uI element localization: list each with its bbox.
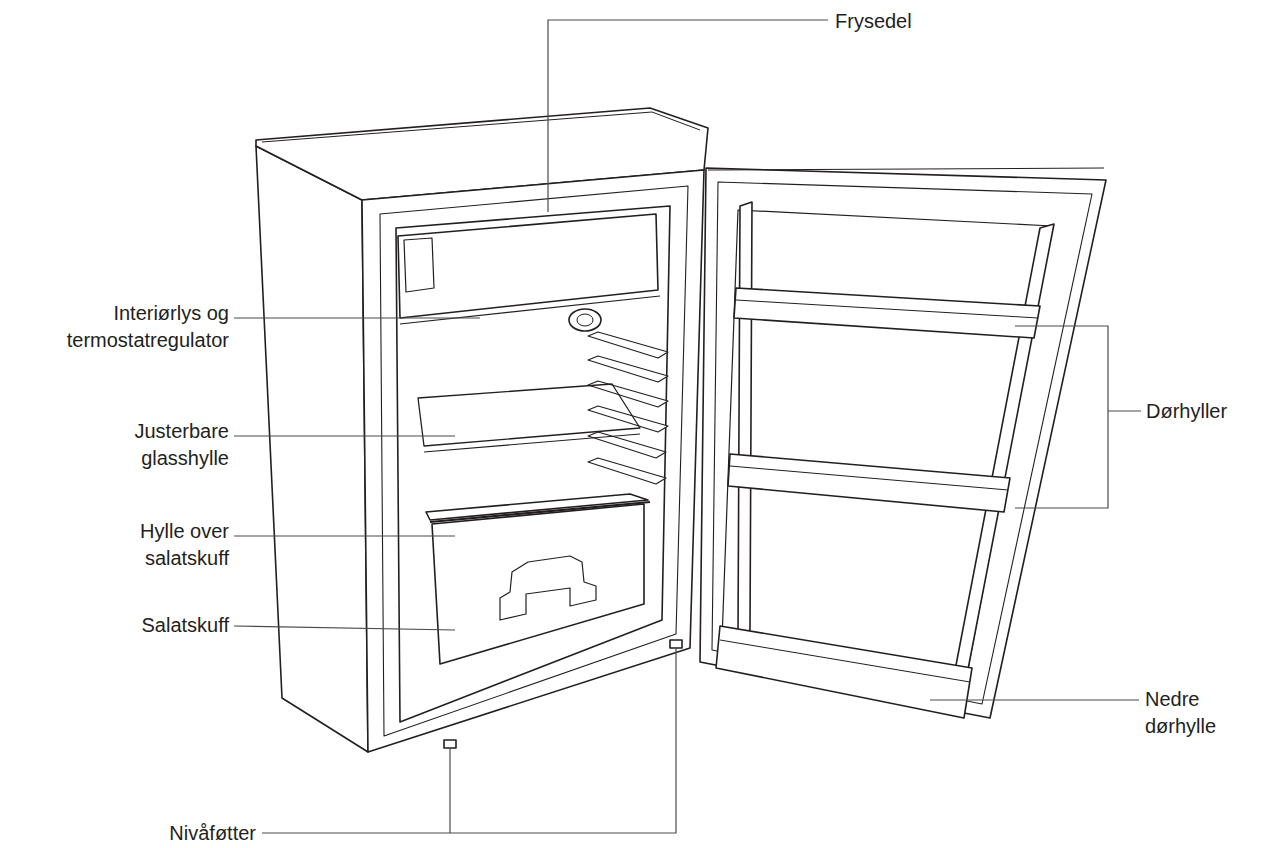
part-label: Nivåføtter bbox=[106, 820, 256, 847]
leveling-foot bbox=[670, 640, 682, 648]
door-rail bbox=[738, 202, 752, 636]
part-label: Dørhyller bbox=[1146, 398, 1256, 425]
leveling-foot bbox=[444, 740, 456, 748]
part-label: Nedre dørhylle bbox=[1145, 686, 1255, 740]
crisper-drawer bbox=[432, 504, 644, 664]
cabinet-cavity bbox=[396, 206, 670, 722]
interior-light bbox=[569, 309, 601, 331]
door-rail bbox=[952, 224, 1054, 690]
leader-lines bbox=[234, 20, 1141, 833]
part-label: Frysedel bbox=[835, 8, 985, 35]
part-label: Interiørlys og termostatregulator bbox=[9, 300, 229, 354]
part-label: Justerbare glasshylle bbox=[99, 418, 229, 472]
freezer bbox=[398, 214, 658, 318]
door bbox=[700, 168, 1106, 718]
cabinet-front bbox=[362, 170, 704, 752]
cabinet-side bbox=[256, 146, 368, 752]
door-shelves bbox=[716, 288, 1040, 718]
part-label: Salatskuff bbox=[99, 612, 229, 639]
part-label: Hylle over salatskuff bbox=[99, 518, 229, 572]
